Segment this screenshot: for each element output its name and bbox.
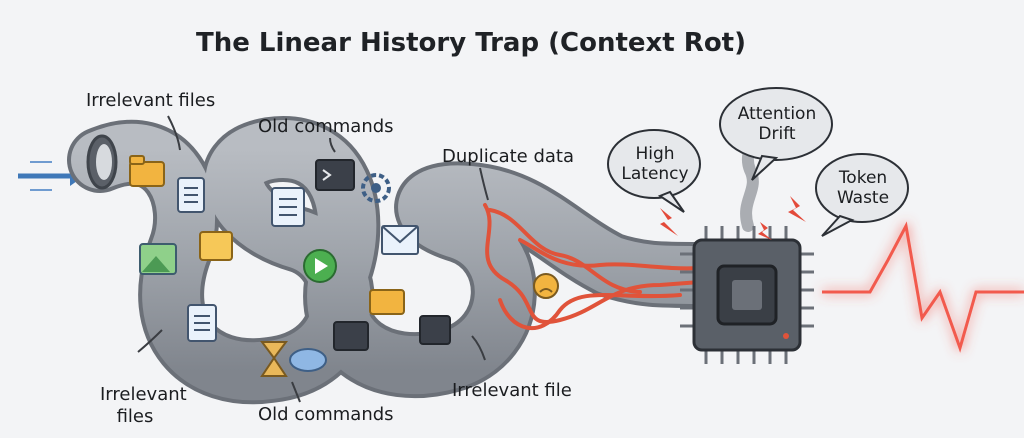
sad-face-icon <box>533 273 559 299</box>
document-icon <box>187 304 217 342</box>
label-old-commands-top: Old commands <box>258 116 394 137</box>
chip-icon <box>680 226 814 364</box>
signal-trace <box>822 221 1024 353</box>
lightning-icon <box>660 196 806 240</box>
image-icon <box>139 243 177 275</box>
bubble-text-high-latency: High Latency <box>621 144 689 184</box>
tangled-wires <box>483 203 702 331</box>
bubble-token-waste <box>815 153 909 237</box>
terminal-icon <box>315 159 355 191</box>
document-icon <box>177 177 205 213</box>
terminal-icon <box>333 321 369 351</box>
label-irrelevant-files-top: Irrelevant files <box>86 90 216 111</box>
label-irrelevant-file: Irrelevant file <box>452 380 572 401</box>
document-icon <box>199 231 233 261</box>
tangled-history-pipe <box>67 116 733 405</box>
gear-icon <box>361 173 391 203</box>
hourglass-icon <box>260 341 288 377</box>
diagram-title: The Linear History Trap (Context Rot) <box>196 28 746 58</box>
label-duplicate-data: Duplicate data <box>442 146 575 167</box>
folder-icon <box>129 155 165 187</box>
document-icon <box>271 187 305 227</box>
folder-icon <box>369 289 405 315</box>
terminal-icon <box>419 315 451 345</box>
bubble-text-attention-drift: Attention Drift <box>737 104 817 144</box>
bubble-high-latency <box>607 129 701 213</box>
cloud-icon <box>289 348 327 372</box>
bubble-text-token-waste: Token Waste <box>836 168 890 208</box>
label-old-commands-bottom: Old commands <box>258 404 394 425</box>
label-irrelevant-files-bottom: Irrelevant files <box>100 384 187 427</box>
bubble-attention-drift <box>719 87 833 181</box>
play-icon <box>303 249 337 283</box>
callout-lines <box>137 115 489 403</box>
mail-icon <box>381 225 419 255</box>
